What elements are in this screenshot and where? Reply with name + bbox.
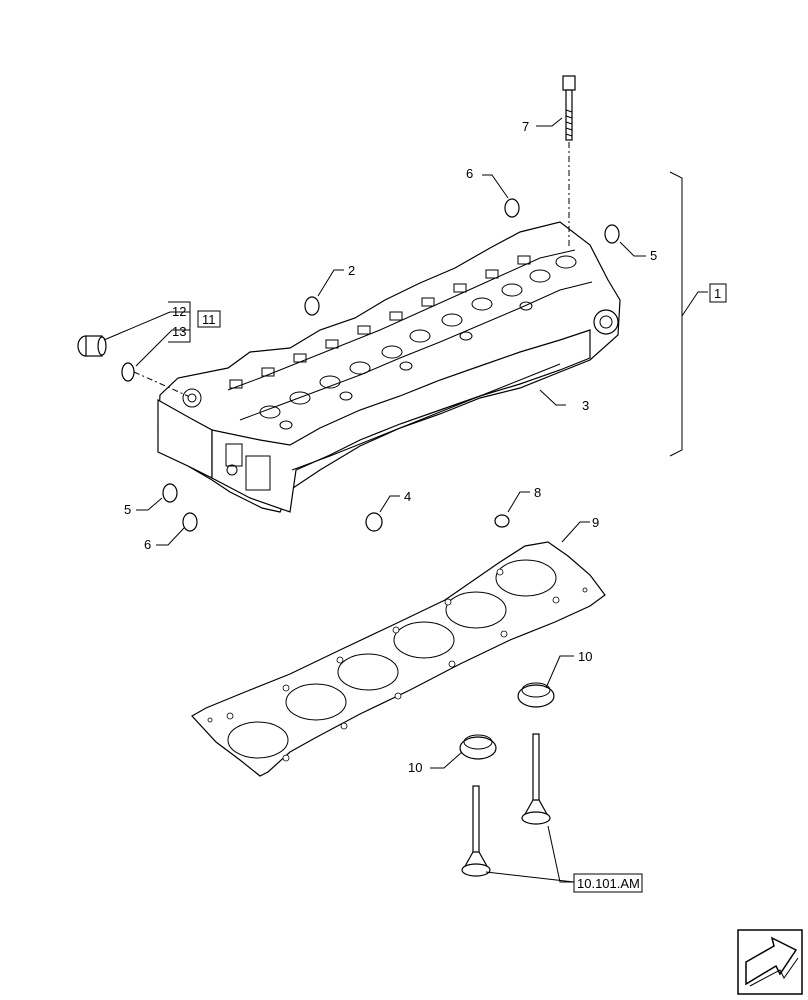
callout-6-bottom: 6 (144, 537, 151, 552)
plug (77, 335, 107, 357)
head-bolt (562, 75, 576, 141)
callout-13: 13 (172, 324, 186, 339)
next-page-arrow-icon[interactable] (737, 929, 803, 995)
cylinder-head (157, 221, 621, 513)
reference-label: 10.101.AM (577, 876, 640, 891)
callout-5-top: 5 (650, 248, 657, 263)
callout-4: 4 (404, 489, 411, 504)
dowel-4 (365, 512, 383, 532)
reference-box (573, 873, 643, 893)
callout-1: 1 (714, 286, 721, 301)
plug-6-top (504, 198, 520, 218)
assembly-bracket (669, 171, 683, 457)
callout-7: 7 (522, 119, 529, 134)
plug-8 (494, 514, 510, 528)
callout-11: 11 (202, 312, 216, 327)
callout-10-right: 10 (578, 649, 592, 664)
callout-9: 9 (592, 515, 599, 530)
callout-1-box (709, 283, 727, 303)
o-ring (121, 362, 135, 382)
plug-5-bottom (162, 483, 178, 503)
callout-10-left: 10 (408, 760, 422, 775)
plug-6-bottom (182, 512, 198, 532)
callout-3: 3 (582, 398, 589, 413)
valve-left (461, 785, 491, 877)
callout-12-13-bracket (168, 301, 191, 343)
leader-lines (103, 117, 708, 883)
callout-2: 2 (348, 263, 355, 278)
callout-12: 12 (172, 304, 186, 319)
valve-seal-left (459, 734, 497, 760)
callout-8: 8 (534, 485, 541, 500)
valve-right (521, 733, 551, 825)
plug-centerline (133, 371, 189, 397)
dowel-2 (304, 296, 320, 316)
callout-5-bottom: 5 (124, 502, 131, 517)
callout-6-top: 6 (466, 166, 473, 181)
plug-5-top (604, 224, 620, 244)
callout-11-box (197, 310, 221, 328)
head-gasket (191, 541, 606, 777)
valve-seal-right (517, 682, 555, 708)
